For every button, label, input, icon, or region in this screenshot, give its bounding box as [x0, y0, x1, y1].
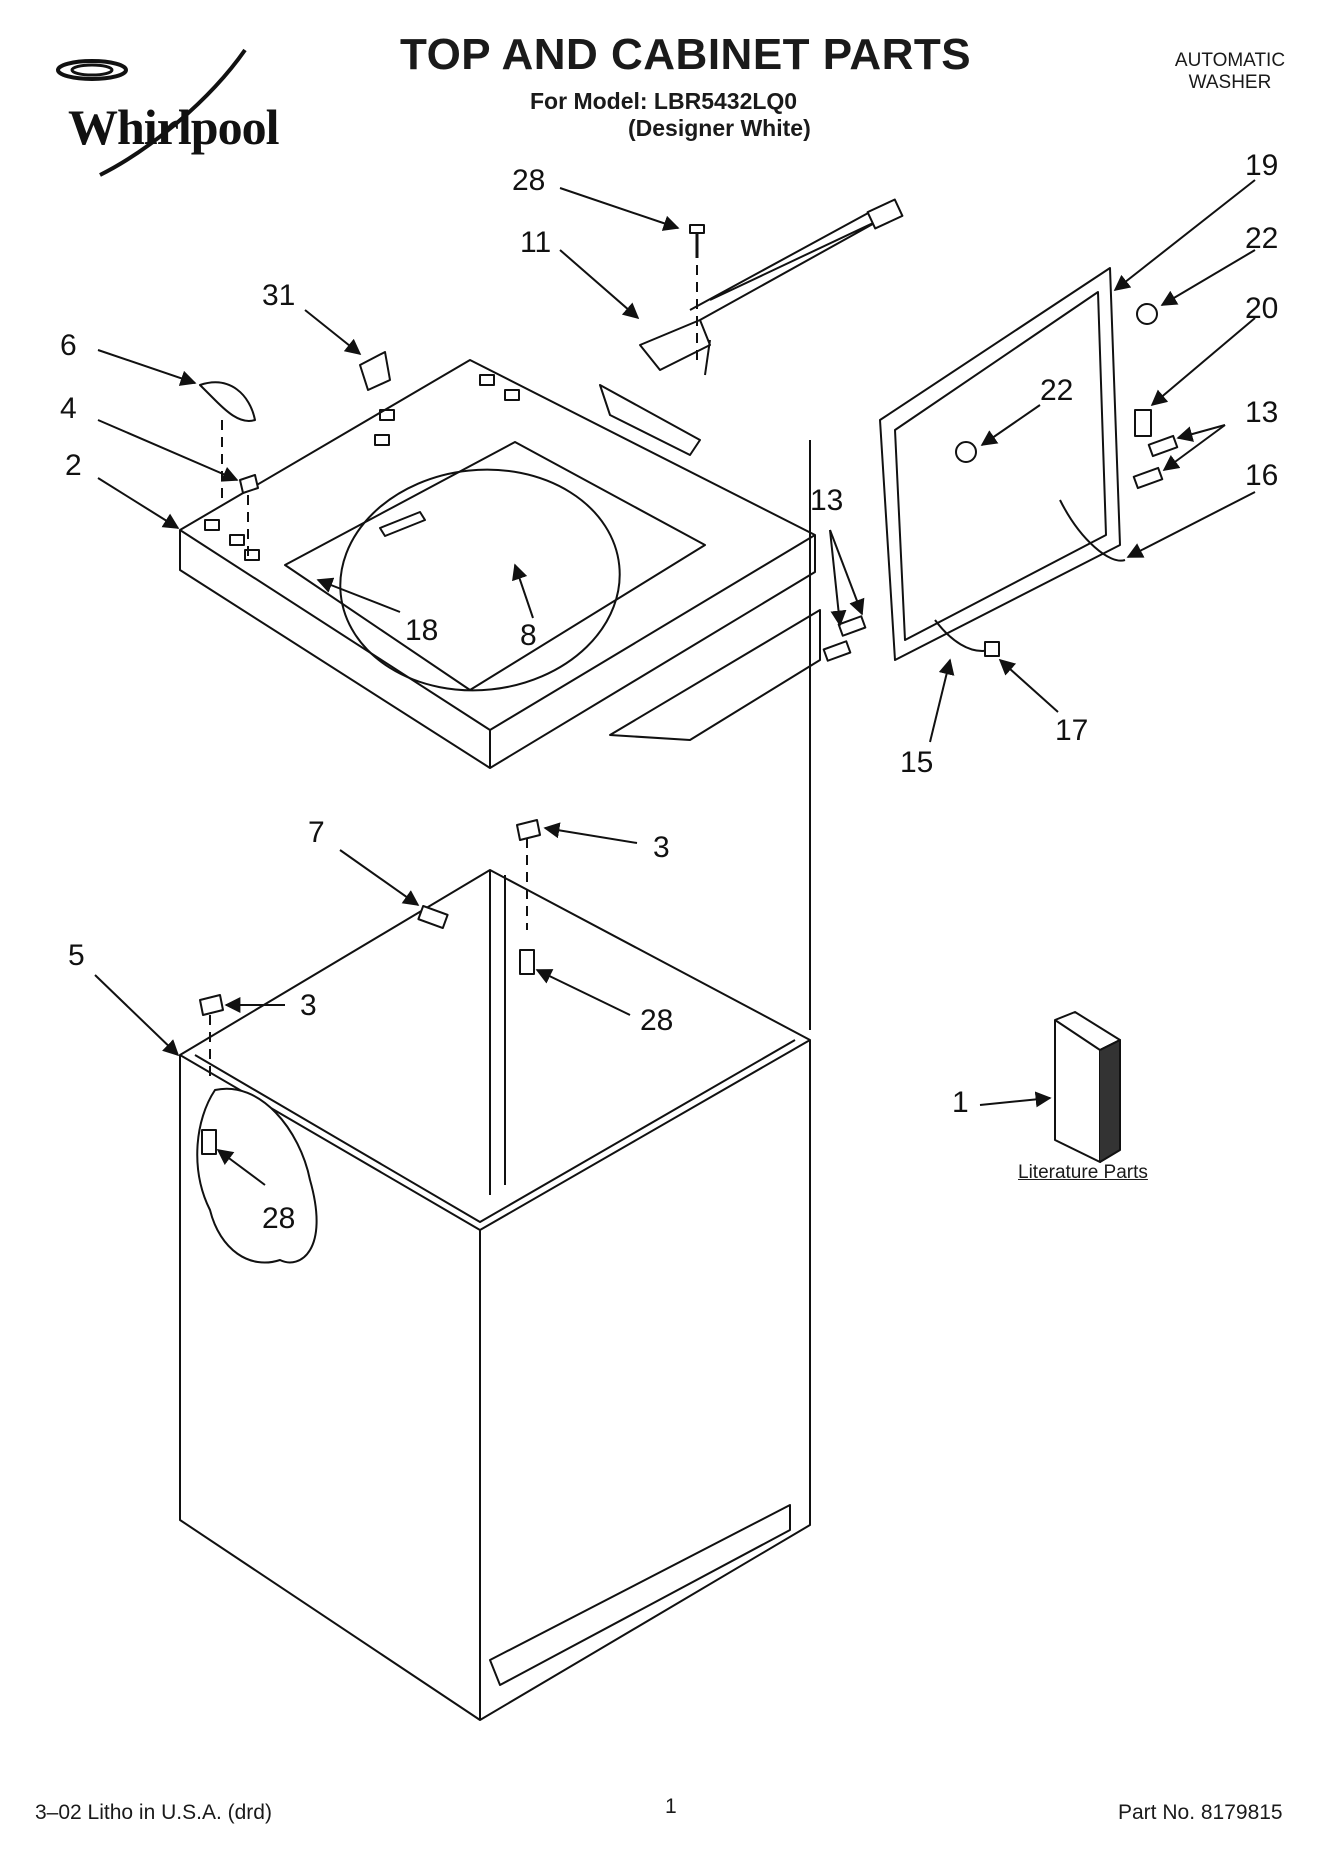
product-type: AUTOMATIC WASHER: [1160, 50, 1300, 94]
footer-print-info: 3–02 Litho in U.S.A. (drd): [35, 1801, 272, 1824]
callout-2: 2: [65, 449, 82, 482]
model-line: For Model: LBR5432LQ0: [530, 88, 798, 114]
brand-name: Whirlpool: [68, 99, 279, 155]
variant-line: (Designer White): [628, 115, 811, 141]
top-panel: [179, 359, 816, 769]
callout-18: 18: [405, 614, 438, 647]
callout-20: 20: [1245, 292, 1278, 325]
footer-page-number: 1: [665, 1795, 677, 1818]
callout-11: 11: [520, 226, 551, 259]
page-title: TOP AND CABINET PARTS: [400, 30, 972, 79]
leader-lines: [94, 179, 1256, 1186]
callout-22-right: 22: [1245, 222, 1278, 255]
callout-3-top: 3: [653, 831, 670, 864]
callout-1: 1: [952, 1086, 969, 1119]
callout-7: 7: [308, 816, 325, 849]
callout-13-right: 13: [1245, 396, 1278, 429]
logo-swirl-icon: [56, 48, 247, 177]
callout-5: 5: [68, 939, 85, 972]
callout-6: 6: [60, 329, 77, 362]
callout-31: 31: [262, 279, 295, 312]
console-frame: [879, 267, 1121, 661]
cabinet: [179, 869, 811, 1721]
callout-15: 15: [900, 746, 933, 779]
callout-19: 19: [1245, 149, 1278, 182]
brand-logo: Whirlpool: [30, 40, 290, 190]
callout-8: 8: [520, 619, 537, 652]
callout-22-mid: 22: [1040, 374, 1073, 407]
callout-4: 4: [60, 392, 77, 425]
literature-book: [1054, 1011, 1121, 1163]
wire-harness-part: [639, 198, 904, 376]
product-type-line-1: AUTOMATIC: [1174, 50, 1286, 71]
callout-16: 16: [1245, 459, 1278, 492]
callout-28-cabinet: 28: [262, 1202, 295, 1235]
callout-28-mid: 28: [640, 1004, 673, 1037]
callout-28-top: 28: [512, 164, 545, 197]
callout-13-left: 13: [810, 484, 843, 517]
footer-part-number: Part No. 8179815: [1118, 1801, 1283, 1824]
product-type-line-2: WASHER: [1188, 72, 1272, 93]
literature-parts-label: Literature Parts: [1018, 1162, 1148, 1183]
callout-3-left: 3: [300, 989, 317, 1022]
callout-17: 17: [1055, 714, 1088, 747]
